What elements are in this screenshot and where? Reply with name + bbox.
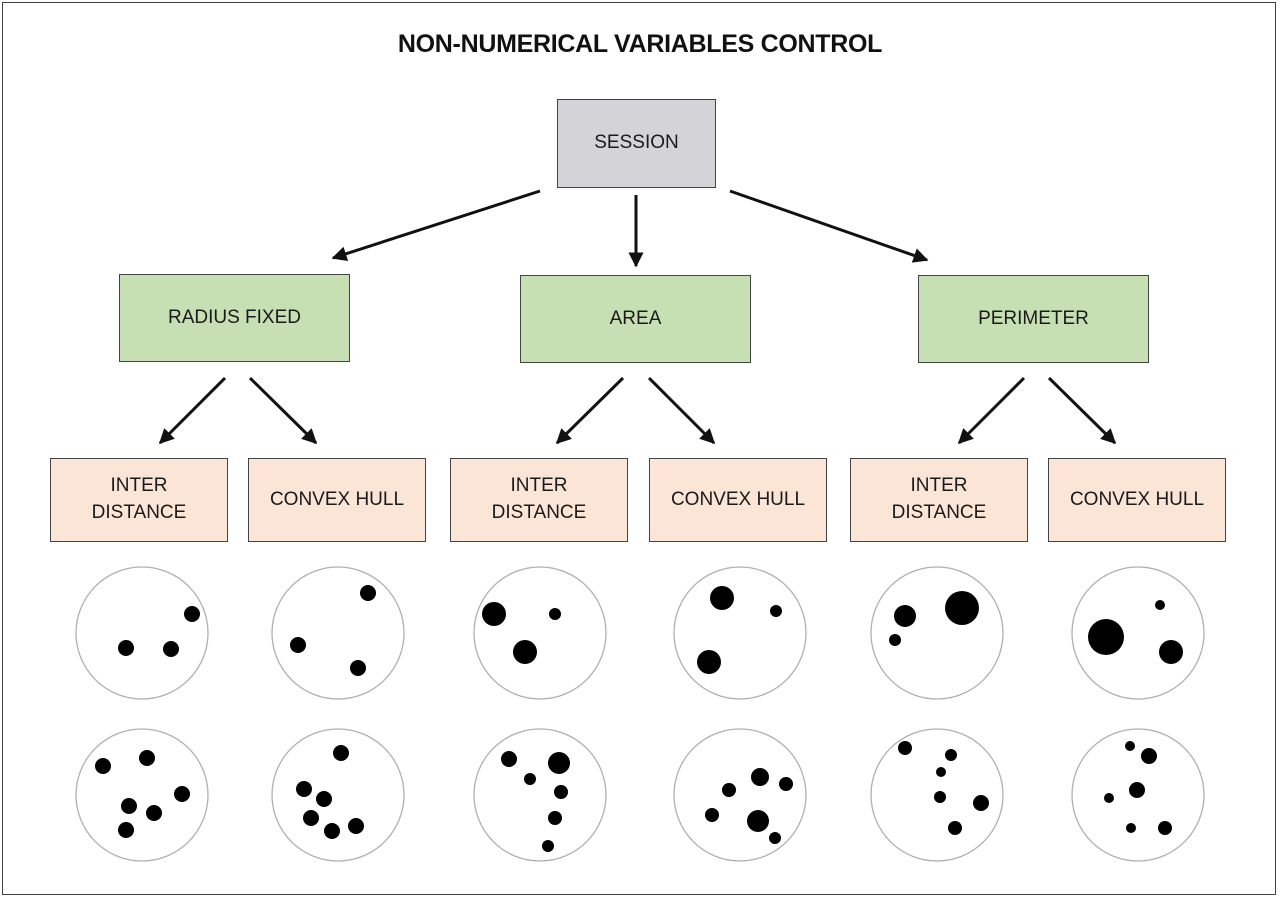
stimulus-perimeter-convex-hull-7 [1071,728,1205,862]
diagram-title: NON-NUMERICAL VARIABLES CONTROL [397,30,883,58]
perimeter-inter-distance-node: INTER DISTANCE [850,458,1028,542]
arrow-session-to-radius-fixed [331,189,541,261]
area-inter-distance-node: INTER DISTANCE [450,458,628,542]
variable-area-node: AREA [520,275,751,363]
area-convex-hull-node: CONVEX HULL [649,458,827,542]
variable-perimeter-node: PERIMETER [918,275,1149,363]
arrow-perimeter-to-convex-hull [1047,376,1117,445]
inter-distance-line1: INTER [110,475,168,497]
stimulus-perimeter-inter-distance-3 [870,566,1004,700]
radius-convex-hull-node: CONVEX HULL [248,458,426,542]
stimulus-radius-inter-distance-3 [75,566,209,700]
inter-distance-line2: DISTANCE [491,502,587,523]
inter-distance-line1: INTER [910,475,968,497]
arrow-perimeter-to-inter-distance [957,376,1026,445]
variable-area-label: AREA [609,307,662,329]
stimulus-area-convex-hull-7 [673,728,807,862]
variable-perimeter-label: PERIMETER [978,307,1089,329]
stimulus-area-convex-hull-3 [673,566,807,700]
radius-inter-distance-node: INTER DISTANCE [50,458,228,542]
stimulus-radius-convex-hull-7 [271,728,405,862]
variable-radius-fixed-label: RADIUS FIXED [167,306,302,328]
convex-hull-label: CONVEX HULL [1069,488,1205,510]
inter-distance-line1: INTER [510,475,568,497]
stimulus-radius-inter-distance-7 [75,728,209,862]
session-label: SESSION [594,132,679,154]
stimulus-area-inter-distance-3 [473,566,607,700]
arrow-area-to-inter-distance [555,376,625,445]
stimulus-area-inter-distance-7 [473,728,607,862]
stimulus-perimeter-convex-hull-3 [1071,566,1205,700]
session-node: SESSION [557,99,716,188]
stimulus-radius-convex-hull-3 [271,566,405,700]
inter-distance-line2: DISTANCE [891,502,987,523]
stimulus-perimeter-inter-distance-7 [870,728,1004,862]
arrow-area-to-convex-hull [647,376,716,445]
arrow-session-to-perimeter [729,189,929,263]
convex-hull-label: CONVEX HULL [269,488,405,510]
convex-hull-label: CONVEX HULL [670,488,806,510]
variable-radius-fixed-node: RADIUS FIXED [119,274,350,362]
arrow-radius-to-convex-hull [248,376,318,445]
arrow-radius-to-inter-distance [158,376,227,445]
inter-distance-line2: DISTANCE [91,502,187,523]
perimeter-convex-hull-node: CONVEX HULL [1048,458,1226,542]
